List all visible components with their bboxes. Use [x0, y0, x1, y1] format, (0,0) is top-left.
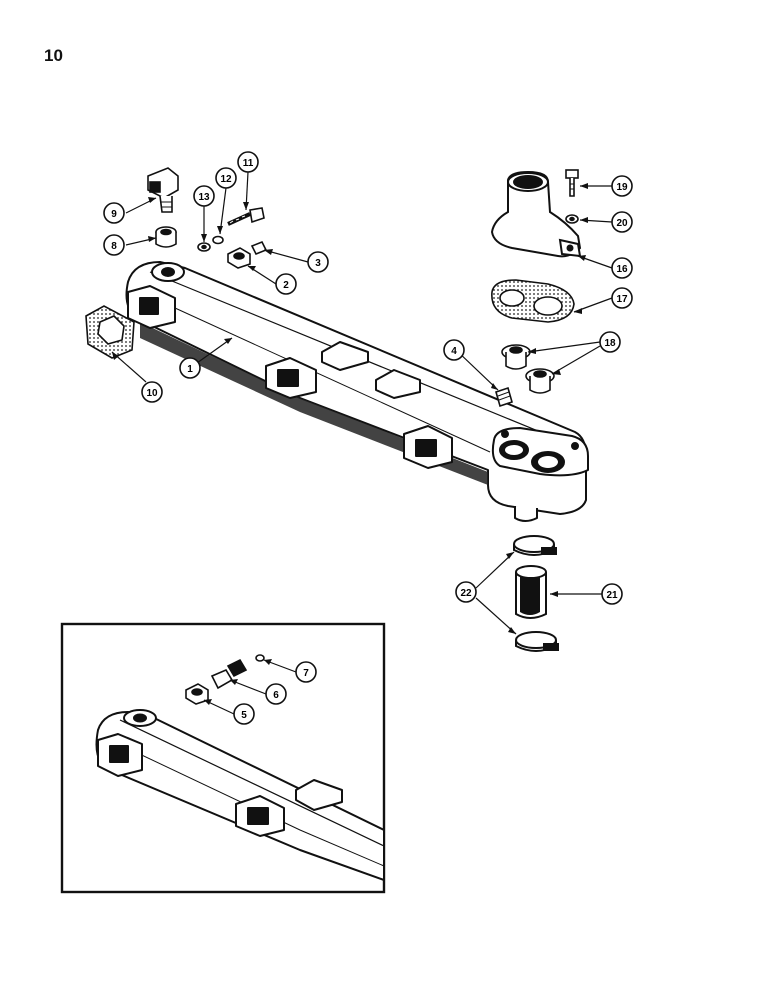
hose-clamp-lower — [515, 631, 559, 652]
callout-13: 13 — [193, 185, 215, 207]
inset-fitting — [185, 683, 209, 705]
svg-text:5: 5 — [241, 710, 247, 721]
callout-17: 17 — [611, 287, 633, 309]
callout-7: 7 — [295, 661, 317, 683]
hose-clamp-upper — [513, 535, 557, 556]
svg-text:8: 8 — [111, 241, 117, 252]
radiator-hose — [515, 565, 547, 619]
svg-text:9: 9 — [111, 209, 117, 220]
housing-washer — [565, 214, 579, 224]
inset-view — [60, 622, 386, 894]
pipe-fitting — [227, 247, 251, 269]
callout-2: 2 — [275, 273, 297, 295]
thermostat-upper — [501, 344, 531, 370]
housing-screw — [565, 169, 579, 197]
svg-text:21: 21 — [606, 590, 618, 601]
svg-text:2: 2 — [283, 280, 289, 291]
pipe-plug-small — [495, 386, 513, 408]
svg-text:13: 13 — [198, 192, 210, 203]
inset-nut — [255, 654, 265, 662]
svg-text:22: 22 — [460, 588, 472, 599]
callout-16: 16 — [611, 257, 633, 279]
callout-6: 6 — [265, 683, 287, 705]
thermostat-housing — [490, 170, 582, 258]
svg-text:6: 6 — [273, 690, 279, 701]
callout-19: 19 — [611, 175, 633, 197]
callout-8: 8 — [103, 234, 125, 256]
thermostat-lower — [525, 368, 555, 394]
adapter-fitting — [155, 226, 177, 248]
svg-text:3: 3 — [315, 258, 321, 269]
callout-18: 18 — [599, 331, 621, 353]
svg-text:17: 17 — [616, 294, 628, 305]
callout-9: 9 — [103, 202, 125, 224]
callouts: 1 2 3 4 5 6 7 8 9 10 11 12 13 16 17 18 1… — [103, 151, 633, 725]
water-manifold — [125, 261, 589, 522]
cap-screw — [227, 207, 265, 226]
callout-3: 3 — [307, 251, 329, 273]
pipe-plug — [250, 240, 268, 256]
svg-text:10: 10 — [146, 388, 158, 399]
callout-20: 20 — [611, 211, 633, 233]
svg-text:4: 4 — [451, 346, 457, 357]
thermostat-gasket — [491, 279, 575, 323]
svg-text:16: 16 — [616, 264, 628, 275]
callout-4: 4 — [443, 339, 465, 361]
callout-1: 1 — [179, 357, 201, 379]
page-number: 10 — [44, 46, 63, 65]
callout-11: 11 — [237, 151, 259, 173]
svg-text:12: 12 — [220, 174, 232, 185]
svg-text:1: 1 — [187, 364, 193, 375]
svg-text:11: 11 — [243, 158, 254, 169]
svg-text:18: 18 — [604, 338, 616, 349]
svg-text:19: 19 — [616, 182, 628, 193]
callout-22: 22 — [455, 581, 477, 603]
svg-text:7: 7 — [303, 668, 309, 679]
svg-text:20: 20 — [616, 218, 628, 229]
callout-10: 10 — [141, 381, 163, 403]
lock-washer — [212, 235, 224, 245]
flat-washer — [197, 242, 211, 252]
callout-5: 5 — [233, 703, 255, 725]
temperature-sender — [147, 167, 179, 213]
callout-12: 12 — [215, 167, 237, 189]
callout-21: 21 — [601, 583, 623, 605]
manifold-gasket — [85, 305, 135, 359]
